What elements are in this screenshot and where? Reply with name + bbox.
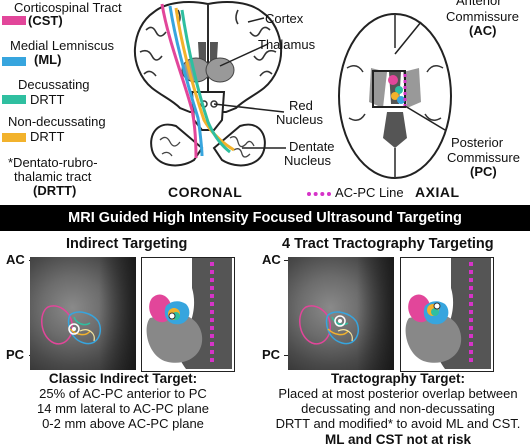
legend-ml-abbr: (ML) (34, 52, 62, 67)
indirect-pc-label: PC (6, 347, 25, 362)
coronal-caption: CORONAL (168, 184, 243, 200)
pc-label-3: (PC) (470, 164, 497, 179)
cortex-label: Cortex (265, 11, 304, 26)
legend-dec-abbr: DRTT (30, 92, 65, 107)
red-nucleus-label-1: Red (289, 98, 313, 113)
pc-label-1: Posterior (451, 135, 504, 150)
red-nucleus-label-2: Nucleus (276, 112, 323, 127)
coronal-brain-illustration (133, 1, 286, 167)
tract-subtitle: Tractography Target: (330, 371, 466, 386)
tract-pc-label: PC (262, 347, 281, 362)
tract-footer: ML and CST not at risk (324, 432, 471, 447)
ac-label-3: (AC) (469, 23, 497, 38)
indirect-line-2: 14 mm lateral to AC-PC plane (37, 401, 209, 416)
indirect-line-3: 0-2 mm above AC-PC plane (42, 416, 204, 431)
legend-cst-swatch (2, 16, 26, 25)
legend-nondec-label: Non-decussating (8, 114, 106, 129)
tract-line-2: decussating and non-decussating (301, 401, 495, 416)
ac-label-1: Anterior (456, 0, 502, 8)
axial-brain-illustration (338, 13, 452, 179)
indirect-mri-overlay (41, 305, 102, 345)
legend-cst-abbr: (CST) (28, 13, 63, 28)
indirect-title: Indirect Targeting (66, 236, 188, 252)
legend-nondec-swatch (2, 133, 26, 142)
legend-footnote-1: *Dentato-rubro- (8, 155, 98, 170)
legend-ml-label: Medial Lemniscus (10, 38, 115, 53)
legend-ml-swatch (2, 57, 26, 66)
acpc-legend-label: AC-PC Line (335, 185, 404, 200)
indirect-ac-label: AC (6, 252, 25, 267)
tract-title: 4 Tract Tractography Targeting (282, 236, 494, 252)
dentate-nucleus-label-2: Nucleus (284, 153, 331, 168)
targeting-banner: MRI Guided High Intensity Focused Ultras… (0, 205, 530, 231)
tract-mri-image (288, 257, 394, 370)
legend-cst-label: Corticospinal Tract (14, 0, 122, 15)
ac-label-2: Commissure (446, 9, 519, 24)
thalamus-label: Thalamus (258, 37, 316, 52)
indirect-subtitle: Classic Indirect Target: (48, 371, 198, 386)
tract-mri-overlay (299, 305, 360, 345)
tract-model-illustration (405, 258, 491, 369)
indirect-mri-image (30, 257, 136, 370)
legend-nondec-abbr: DRTT (30, 129, 65, 144)
tract-line-1: Placed at most posterior overlap between (278, 386, 518, 401)
legend-footnote-3: (DRTT) (33, 183, 77, 198)
pc-label-2: Commissure (447, 150, 520, 165)
indirect-model-illustration (146, 258, 232, 369)
indirect-line-1: 25% of AC-PC anterior to PC (39, 386, 207, 401)
legend-dec-swatch (2, 95, 26, 104)
acpc-legend-swatch (307, 192, 331, 196)
legend-dec-label: Decussating (18, 77, 90, 92)
tract-line-3: DRTT and modified* to avoid ML and CST. (275, 416, 521, 431)
tract-ac-label: AC (262, 252, 281, 267)
dentate-nucleus-label-1: Dentate (289, 139, 335, 154)
axial-caption: AXIAL (415, 184, 460, 200)
legend-footnote-2: thalamic tract (14, 169, 92, 184)
